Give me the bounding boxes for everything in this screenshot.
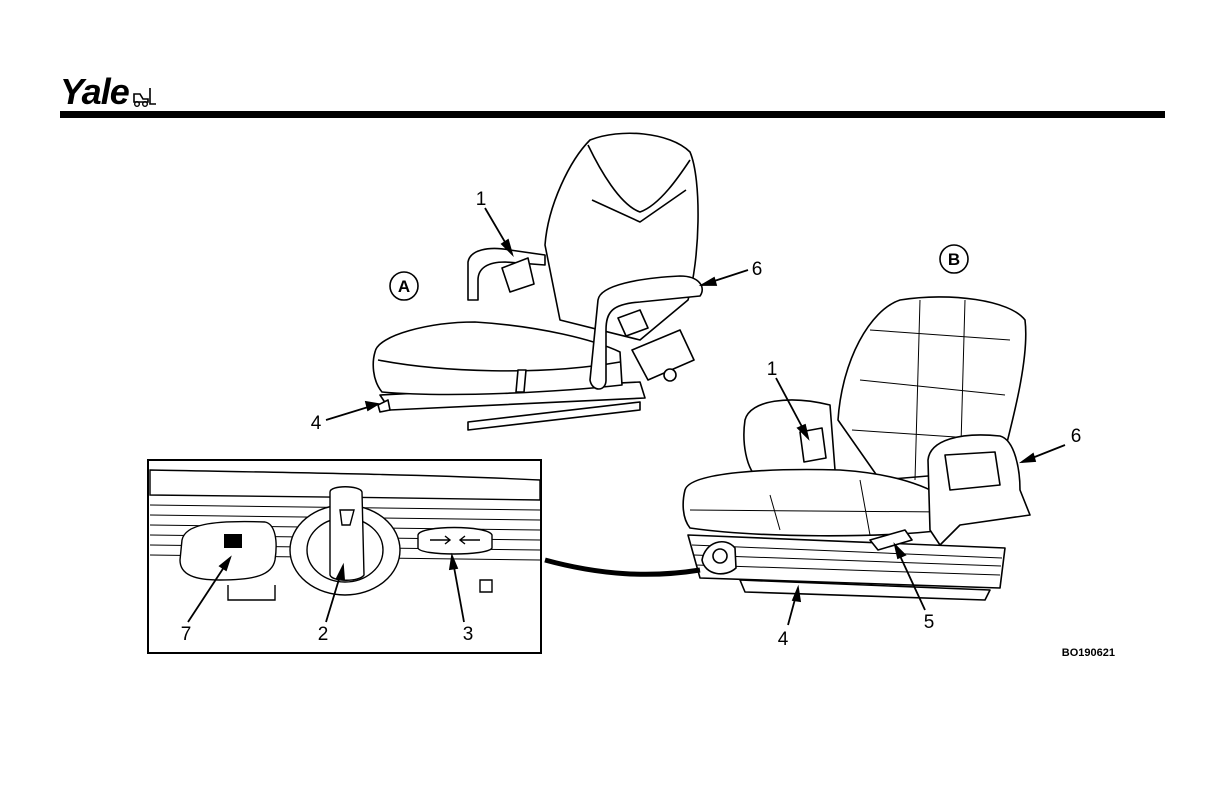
figure-code: BO190621 <box>1062 647 1115 659</box>
seat-weight-icon <box>224 534 242 548</box>
callout-b-5: 5 <box>924 612 935 633</box>
view-b-label: B <box>948 250 960 269</box>
callout-a-1: 1 <box>476 189 487 210</box>
callout-a-6: 6 <box>752 259 763 280</box>
callout-a-4: 4 <box>311 413 322 434</box>
callout-b-1: 1 <box>767 359 778 380</box>
detail-connector <box>545 560 700 574</box>
callout-detail-2: 2 <box>318 624 329 645</box>
seat-b-illustration <box>683 297 1030 600</box>
callout-b-6: 6 <box>1071 426 1082 447</box>
view-a-label: A <box>398 277 410 296</box>
seat-a-illustration <box>373 133 702 430</box>
callout-detail-3: 3 <box>463 624 474 645</box>
callout-b-4: 4 <box>778 629 789 650</box>
callout-detail-7: 7 <box>181 624 192 645</box>
detail-panel <box>148 460 541 653</box>
